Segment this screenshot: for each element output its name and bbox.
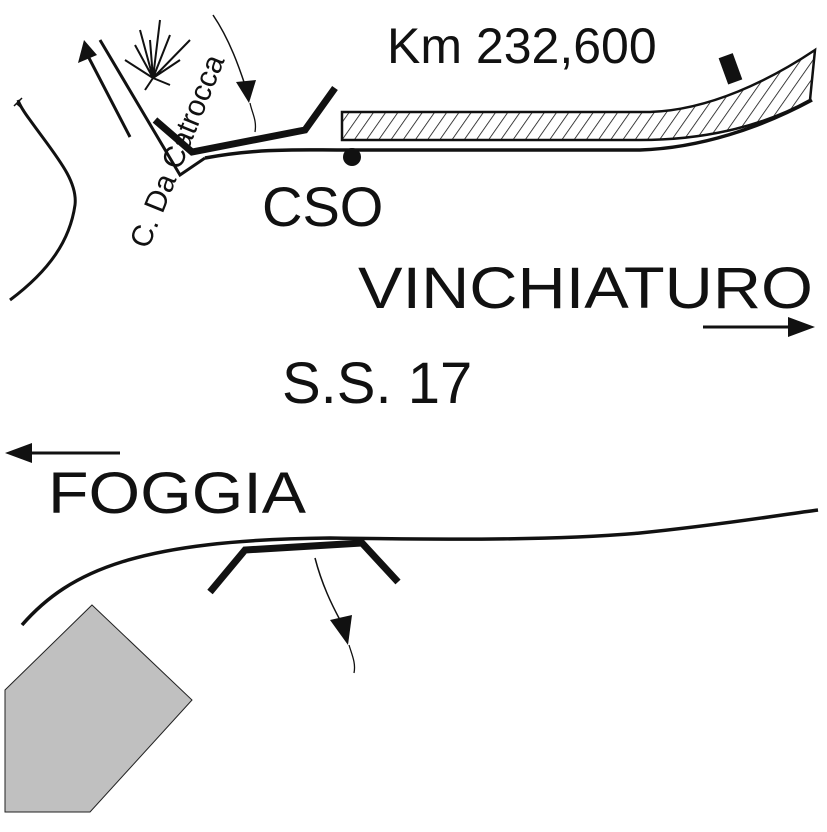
lower-junction-outlet — [207, 539, 401, 595]
building-block — [4, 604, 193, 813]
km-label: Km 232,600 — [387, 18, 657, 74]
flow-line-bottom — [314, 557, 341, 621]
cso-point-icon — [343, 148, 361, 166]
junction-outlet — [152, 85, 338, 156]
km-marker-icon — [718, 53, 743, 85]
contrada-road — [98, 39, 206, 178]
flow-line-top-tail — [249, 102, 257, 133]
agave-plant-icon — [124, 19, 191, 91]
cso-label: CSO — [262, 175, 383, 238]
contrada-direction-arrow-line — [87, 57, 132, 138]
vinchiaturo-label: VINCHIATURO — [358, 256, 813, 321]
ss17-upper-edge — [204, 98, 813, 160]
flow-line-top — [212, 14, 246, 86]
foggia-direction-arrow-head — [5, 443, 32, 463]
contrada-label: C. Da Catrocca — [124, 50, 232, 253]
hatched-verge — [340, 47, 817, 142]
flow-line-bottom-tail — [348, 644, 356, 674]
flow-arrow-bottom-head — [330, 615, 352, 645]
vinchiaturo-direction-arrow-head — [788, 317, 815, 337]
foggia-label: FOGGIA — [48, 461, 306, 526]
contrada-direction-arrow-head — [78, 40, 97, 63]
road-name-label: S.S. 17 — [282, 351, 472, 416]
flow-arrow-top-head — [236, 80, 256, 103]
side-road-end-tick — [13, 97, 25, 111]
ss17-lower-edge — [20, 508, 819, 627]
side-road — [9, 99, 77, 302]
